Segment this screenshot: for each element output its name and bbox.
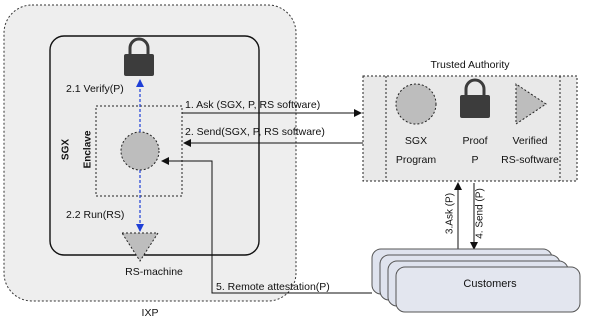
lock-icon — [124, 37, 154, 76]
ixp-label: IXP — [141, 307, 159, 319]
ta-verified-triangle — [515, 83, 547, 125]
ta-lock-icon — [460, 78, 490, 118]
ta-sgx-line2: Program — [395, 154, 437, 166]
enclave-circle — [120, 131, 160, 171]
trusted-authority-title: Trusted Authority — [430, 59, 510, 71]
send-p-label: 4. Send (P) — [474, 188, 486, 239]
ta-proof-line1: Proof — [462, 135, 488, 147]
verify-label: 2.1 Verify(P) — [66, 83, 124, 95]
ta-verified-line1: Verified — [512, 135, 548, 147]
ask-label: 1. Ask (SGX, P, RS software) — [185, 99, 321, 111]
remote-attestation-arrow — [161, 157, 372, 294]
ta-sgx-circle — [395, 83, 437, 125]
ta-verified-line2: RS-software — [501, 154, 559, 166]
customers-label: Customers — [463, 278, 517, 290]
ta-proof-line2: P — [471, 154, 479, 166]
ta-sgx-line1: SGX — [404, 135, 428, 147]
run-output-triangle — [121, 232, 159, 262]
send-label: 2. Send(SGX, P, RS software) — [185, 126, 325, 138]
customers-stack — [371, 248, 581, 313]
remote-attestation-label: 5. Remote attestation(P) — [216, 281, 330, 293]
rs-machine-label: RS-machine — [125, 266, 183, 278]
trusted-authority-box — [362, 75, 578, 182]
enclave-label: Enclave — [82, 130, 94, 169]
run-label: 2.2 Run(RS) — [66, 209, 125, 221]
sgx-label: SGX — [60, 138, 72, 161]
ask-p-label: 3.Ask (P) — [444, 192, 456, 235]
